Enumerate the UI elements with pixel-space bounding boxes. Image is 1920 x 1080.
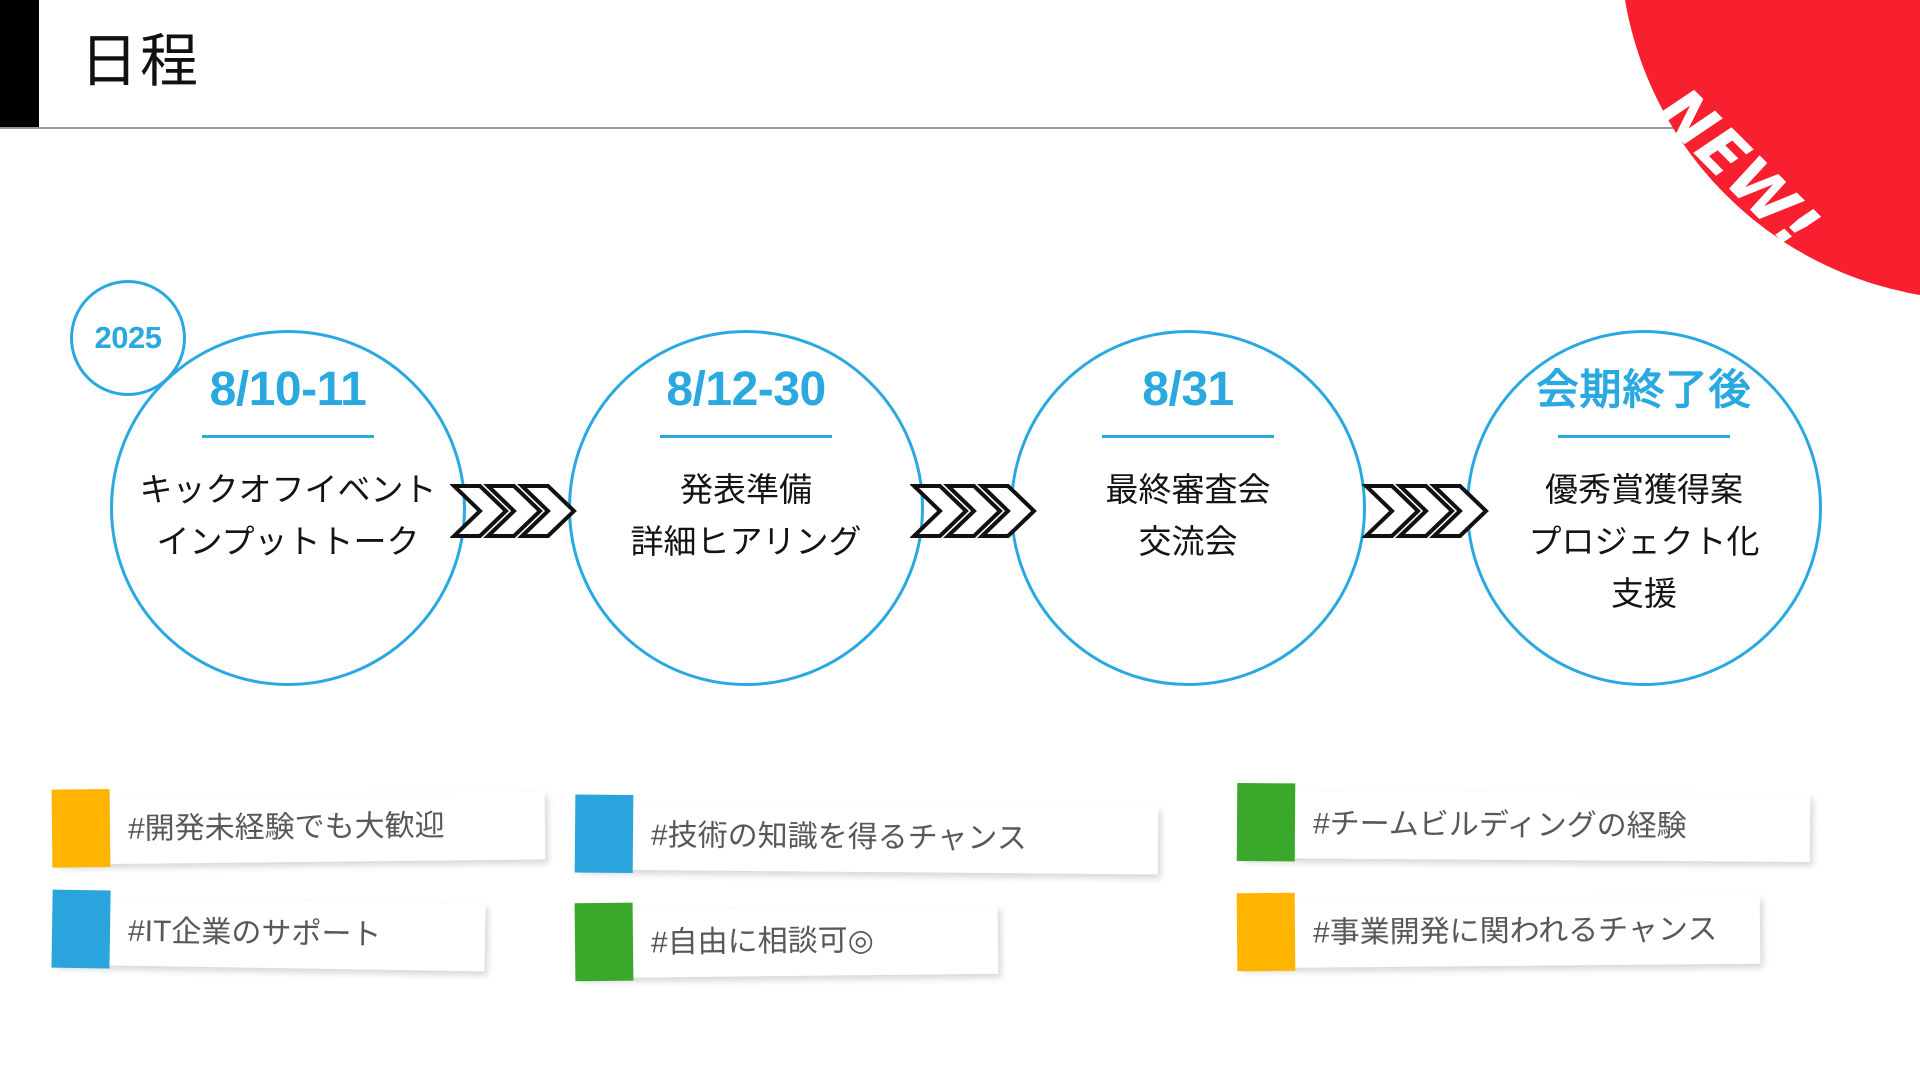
timeline-step-2-date: 8/12-30 [666,363,826,416]
timeline-step-1[interactable]: 8/10-11 キックオフイベント インプットトーク [110,330,466,686]
timeline-step-4-date: 会期終了後 [1536,366,1752,413]
triple-chevron-right-icon [1362,484,1489,538]
year-badge: 2025 [70,280,186,396]
timeline-step-3-body: 最終審査会 交流会 [1106,464,1271,568]
timeline-step-3[interactable]: 8/31 最終審査会 交流会 [1010,330,1366,686]
tag-color-swatch [574,902,634,981]
timeline-step-3-divider [1102,435,1274,438]
tag-color-swatch [1236,782,1296,861]
tag-card[interactable]: #IT企業のサポート [51,889,486,972]
timeline-step-1-line-1: キックオフイベント [139,471,437,508]
tag-card[interactable]: #チームビルディングの経験 [1236,782,1811,862]
timeline-step-4[interactable]: 会期終了後 優秀賞獲得案 プロジェクト化 支援 [1466,330,1822,686]
tag-label: #IT企業のサポート [127,914,382,952]
tag-label: #チームビルディングの経験 [1312,807,1687,844]
timeline-arrow-2 [910,480,1040,542]
tag-label: #事業開発に関われるチャンス [1312,913,1718,950]
tag-card[interactable]: #事業開発に関われるチャンス [1236,892,1761,971]
timeline-step-4-body: 優秀賞獲得案 プロジェクト化 支援 [1529,464,1760,620]
tag-card[interactable]: #自由に相談可◎ [574,902,999,981]
triple-chevron-right-icon [450,484,577,538]
timeline-step-3-line-1: 最終審査会 [1105,471,1271,508]
tag-color-swatch [51,889,111,968]
tag-label: #自由に相談可◎ [650,924,875,960]
page-title: 日程 [80,29,201,94]
timeline-step-1-date: 8/10-11 [209,363,367,416]
header-accent-bar [0,0,39,128]
timeline-step-2[interactable]: 8/12-30 発表準備 詳細ヒアリング [568,330,924,686]
timeline-step-2-body: 発表準備 詳細ヒアリング [631,464,862,568]
timeline-step-4-content: 会期終了後 優秀賞獲得案 プロジェクト化 支援 [1469,333,1819,683]
tag-card[interactable]: #技術の知識を得るチャンス [574,793,1159,875]
timeline-step-2-line-2: 詳細ヒアリング [630,523,862,560]
tag-color-swatch [51,788,111,868]
timeline-step-3-content: 8/31 最終審査会 交流会 [1013,333,1363,683]
timeline-arrow-3 [1362,480,1492,542]
tag-list: #開発未経験でも大歓迎 #IT企業のサポート #技術の知識を得るチャンス #自由… [0,780,1920,1040]
tag-label: #技術の知識を得るチャンス [650,819,1027,856]
timeline-step-3-date: 8/31 [1142,363,1234,416]
year-badge-label: 2025 [94,320,162,355]
timeline-step-3-line-2: 交流会 [1138,523,1238,560]
tag-label: #開発未経験でも大歓迎 [127,809,445,846]
timeline-step-2-content: 8/12-30 発表準備 詳細ヒアリング [571,333,921,683]
timeline: 8/10-11 キックオフイベント インプットトーク 2025 8/12-30 … [0,280,1920,730]
timeline-step-1-divider [202,435,374,438]
timeline-step-1-content: 8/10-11 キックオフイベント インプットトーク [113,333,463,683]
timeline-step-1-line-2: インプットトーク [156,523,420,560]
tag-color-swatch [574,793,634,873]
slide-header: 日程 [0,0,1920,130]
timeline-step-4-line-3: 支援 [1611,575,1677,612]
timeline-step-4-line-2: プロジェクト化 [1528,523,1760,560]
timeline-arrow-1 [450,480,580,542]
timeline-step-4-divider [1558,435,1730,438]
timeline-step-2-divider [660,435,832,438]
timeline-step-1-body: キックオフイベント インプットトーク [140,464,437,568]
triple-chevron-right-icon [910,484,1037,538]
tag-card[interactable]: #開発未経験でも大歓迎 [51,788,546,868]
timeline-step-4-line-1: 優秀賞獲得案 [1545,471,1743,508]
tag-color-swatch [1236,892,1296,971]
timeline-step-2-line-1: 発表準備 [680,471,812,508]
header-divider [0,127,1920,129]
